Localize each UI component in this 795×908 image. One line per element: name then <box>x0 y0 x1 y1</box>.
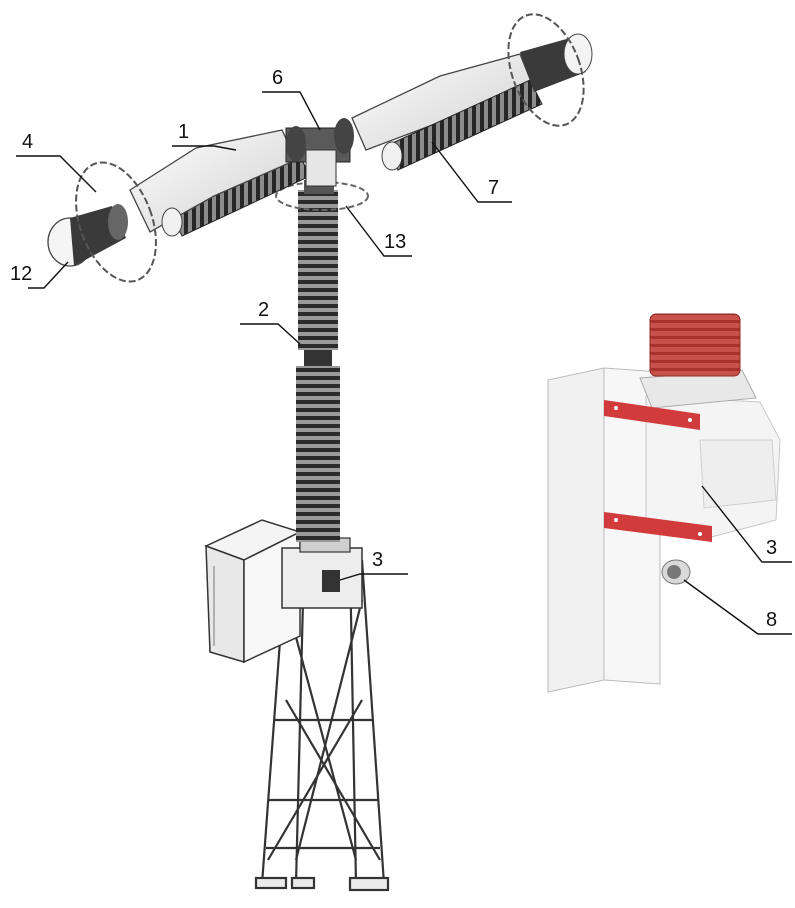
grading-ring-13 <box>275 181 369 211</box>
interrupter-left <box>47 129 311 267</box>
callout-label: 3 <box>372 549 383 571</box>
interrupter-right <box>351 33 593 171</box>
callout-1: 1 <box>172 121 237 151</box>
grading-ring-left <box>75 161 157 283</box>
callout-label: 2 <box>258 299 269 321</box>
callout-2: 2 <box>240 299 301 345</box>
callout-label: 8 <box>766 609 777 631</box>
callout-3: 3 <box>339 549 408 581</box>
callout-8: 8 <box>683 579 792 635</box>
detail-inset <box>547 313 781 693</box>
callout-label: 6 <box>272 67 283 89</box>
callout-4: 4 <box>16 131 97 193</box>
callout-label: 3 <box>766 537 777 559</box>
callout-label: 12 <box>10 263 32 285</box>
callout-3-detail: 3 <box>701 485 792 563</box>
support-insulator-column <box>296 180 340 542</box>
central-head <box>285 118 354 187</box>
callout-label: 7 <box>488 177 499 199</box>
mechanism-housing <box>281 537 363 609</box>
callout-6: 6 <box>262 67 321 131</box>
callout-13: 13 <box>345 205 412 257</box>
callout-7: 7 <box>431 141 512 203</box>
grading-ring-right <box>507 13 585 127</box>
callout-label: 4 <box>22 131 33 153</box>
callout-12: 12 <box>10 261 69 289</box>
callout-label: 13 <box>384 231 406 253</box>
callout-label: 1 <box>178 121 189 143</box>
support-frame <box>254 559 390 892</box>
